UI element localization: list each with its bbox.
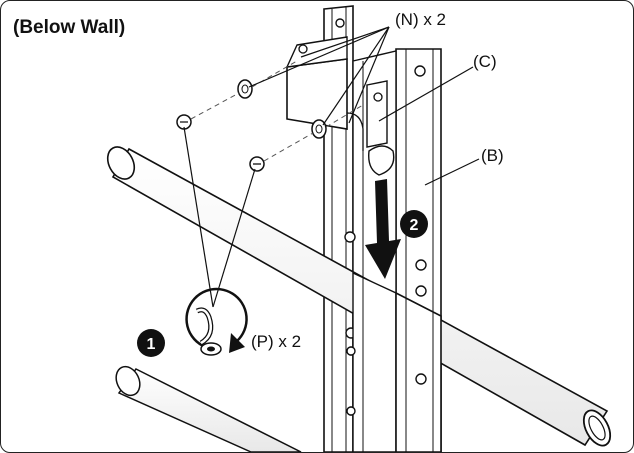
leader-lines [183, 26, 480, 308]
hex-key-rotation [185, 287, 248, 356]
label-c: (C) [473, 52, 497, 71]
diagram-title: (Below Wall) [13, 17, 125, 38]
lower-tube [115, 365, 302, 452]
down-arrow [365, 179, 401, 279]
washer-n [237, 79, 327, 139]
label-b: (B) [481, 146, 504, 165]
label-n: (N) x 2 [395, 10, 446, 29]
step-badge-2: 2 [400, 210, 428, 238]
step-number-2: 2 [410, 217, 419, 234]
label-p: (P) x 2 [251, 332, 301, 351]
alignment-lines [190, 60, 364, 162]
step-number-1: 1 [147, 336, 156, 353]
upright-fronts [346, 271, 442, 452]
step-badge-1: 1 [137, 329, 165, 357]
